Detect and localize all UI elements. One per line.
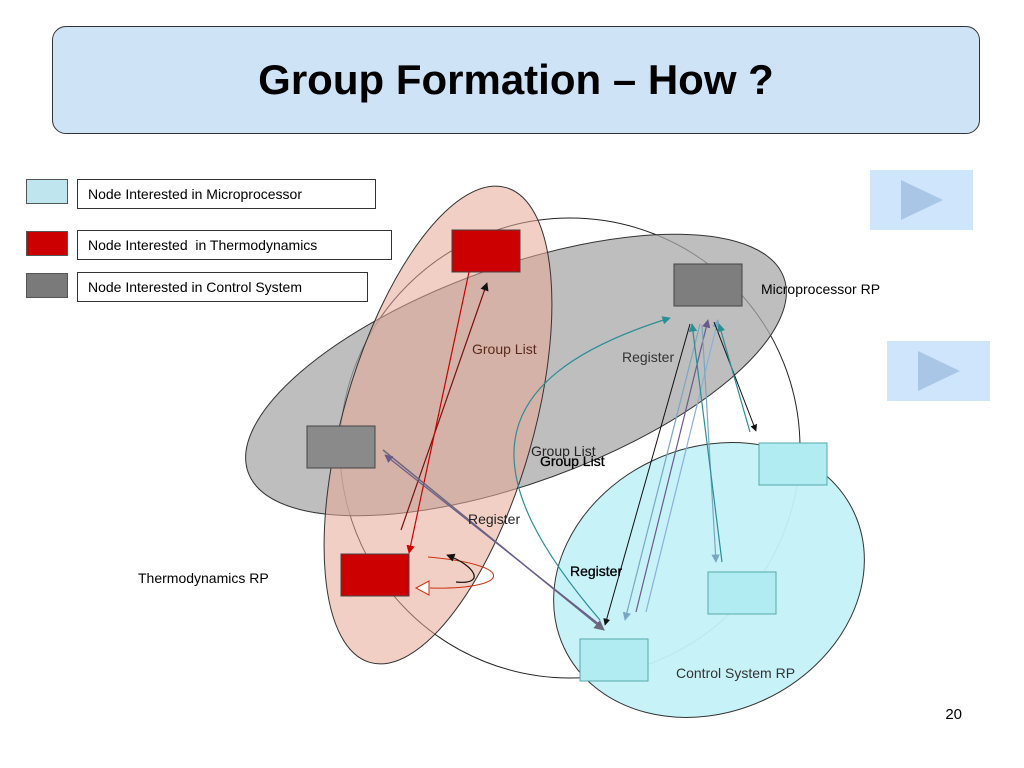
label-group-list-center-a: Group List [531, 443, 596, 459]
arrow-thermo-register [400, 282, 489, 531]
title-banner: Group Formation – How ? [52, 26, 980, 134]
arrow-mid-node-to-mp [688, 323, 723, 563]
arrow-mp-to-mid-node [701, 324, 720, 563]
label-thermodynamics-rp: Thermodynamics RP [138, 570, 269, 586]
arrow-mp-to-control-rp-2 [603, 323, 691, 626]
thermo-rp-loop-arrowhead [414, 580, 430, 596]
label-group-list-center-b: Group List [540, 453, 605, 469]
arrow-control-rp-to-mp-1 [635, 319, 711, 613]
page-number: 20 [945, 706, 962, 723]
microprocessor-rp-node [673, 263, 743, 307]
legend-swatch-thermodynamics [26, 231, 68, 256]
label-control-system-rp: Control System RP [676, 665, 795, 681]
play-triangle-icon [900, 180, 943, 220]
legend-label-control-system: Node Interested in Control System [77, 272, 368, 302]
microprocessor-node-middle [707, 571, 777, 615]
control-system-node-left [306, 425, 376, 469]
arrow-control-grouplist [382, 449, 605, 631]
next-slide-button[interactable] [870, 170, 973, 230]
arrow-control-register [384, 454, 601, 626]
thermo-rp-loop-black [446, 553, 475, 583]
slide-title: Group Formation – How ? [258, 56, 774, 103]
label-register-mp: Register [622, 349, 674, 365]
legend-swatch-control-system [26, 273, 68, 298]
play-triangle-icon [917, 351, 960, 391]
label-register-control: Register [570, 563, 622, 579]
arrow-register-teal [513, 316, 671, 621]
thermodynamics-node-top [451, 229, 521, 273]
arrow-thermo-grouplist [406, 271, 470, 554]
legend-label-thermodynamics: Node Interested in Thermodynamics [77, 230, 392, 260]
label-register-center: Register [468, 511, 520, 527]
control-system-rp-node [579, 638, 649, 682]
legend-label-microprocessor: Node Interested in Microprocessor [77, 179, 376, 209]
arrow-control-rp-to-mp-2 [645, 319, 721, 613]
arrow-mp-to-control-rp-1 [622, 323, 701, 621]
next-slide-button-2[interactable] [887, 341, 990, 401]
arrow-right-node-to-mp [717, 323, 751, 433]
legend-swatch-microprocessor [26, 179, 68, 204]
arrow-mp-to-right-node [713, 321, 758, 432]
label-group-list-thermo: Group List [472, 341, 537, 357]
label-microprocessor-rp: Microprocessor RP [761, 281, 880, 297]
thermo-rp-loop-red [427, 556, 494, 589]
microprocessor-node-right [758, 442, 828, 486]
thermodynamics-rp-node [340, 553, 410, 597]
